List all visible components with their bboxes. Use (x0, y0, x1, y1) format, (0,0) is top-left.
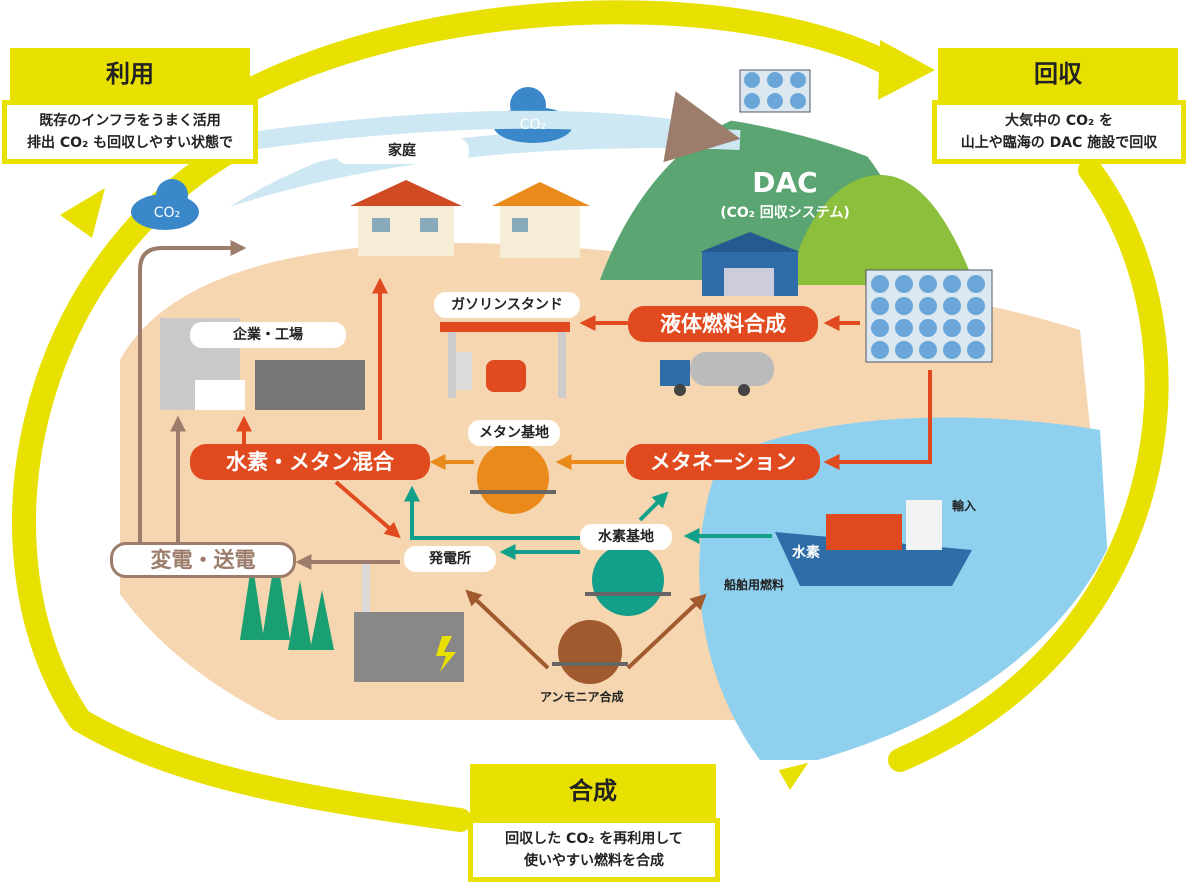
house-left (350, 180, 462, 256)
methane-tank (470, 442, 556, 514)
kaishu-line1: 大気中の CO₂ を (1004, 113, 1114, 129)
dac-subtitle: (CO₂ 回収システム) (720, 205, 850, 221)
ammonia-tank (552, 620, 628, 684)
process-liquid-fuel: 液体燃料合成 (628, 306, 818, 342)
process-methanation: メタネーション (626, 444, 820, 480)
dac-fan-array-shore (865, 269, 993, 363)
cargo-ship (775, 500, 972, 586)
dac-fan-array-top (739, 69, 811, 113)
flow-arrows (138, 91, 932, 670)
co2-label-center: CO₂ (519, 117, 547, 133)
gosei-description: 回収した CO₂ を再利用して 使いやすい燃料を合成 (468, 818, 720, 882)
gosei-title: 合成 (470, 764, 716, 818)
label-ship-fuel: 船舶用燃料 (724, 578, 785, 592)
gosei-line1: 回収した CO₂ を再利用して (505, 831, 683, 847)
label-import: 輸入 (952, 499, 977, 513)
hydrogen-tank (585, 544, 671, 616)
tank-truck (660, 352, 774, 396)
forest (240, 550, 334, 650)
gosei-line2: 使いやすい燃料を合成 (524, 853, 664, 869)
co2-cloud-left (131, 179, 199, 230)
co2-label-left: CO₂ (153, 205, 181, 221)
label-gas-station: ガソリンスタンド (434, 292, 580, 318)
dac-title: DAC (752, 166, 818, 199)
label-hydrogen-base: 水素基地 (580, 524, 672, 550)
house-right (492, 182, 590, 258)
label-ship-cargo: 水素 (792, 545, 820, 561)
riyo-description: 既存のインフラをうまく活用 排出 CO₂ も回収しやすい状態で (2, 100, 258, 164)
label-factory: 企業・工場 (190, 322, 346, 348)
warehouse (700, 232, 800, 296)
kaishu-line2: 山上や臨海の DAC 施設で回収 (960, 135, 1158, 151)
riyo-title: 利用 (10, 48, 250, 100)
gas-station (440, 322, 570, 398)
power-plant (354, 560, 464, 682)
kaishu-title: 回収 (938, 48, 1178, 100)
riyo-line1: 既存のインフラをうまく活用 (39, 113, 221, 129)
riyo-line2: 排出 CO₂ も回収しやすい状態で (27, 135, 233, 151)
label-power-plant: 発電所 (404, 546, 496, 572)
process-grid: 変電・送電 (110, 542, 296, 578)
factory (160, 318, 365, 410)
label-home: 家庭 (335, 138, 469, 164)
label-ammonia: アンモニア合成 (540, 690, 624, 704)
label-methane-base: メタン基地 (468, 420, 560, 446)
kaishu-description: 大気中の CO₂ を 山上や臨海の DAC 施設で回収 (932, 100, 1186, 164)
process-h2-methane-mix: 水素・メタン混合 (190, 444, 430, 480)
